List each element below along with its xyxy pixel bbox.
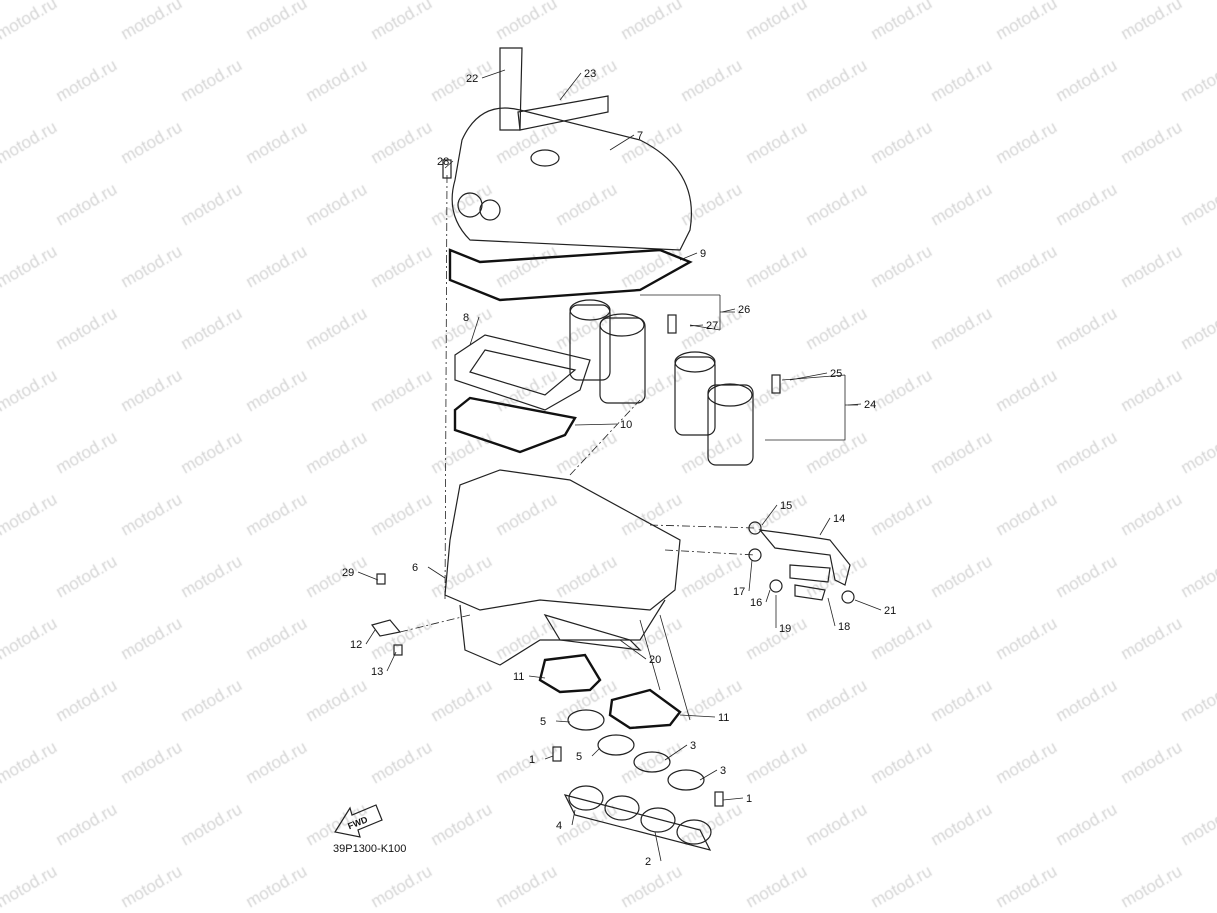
callout-3: 3 [720, 765, 726, 777]
leader-line [847, 403, 862, 406]
callout-23: 23 [584, 68, 596, 80]
callout-7: 7 [637, 130, 643, 142]
callout-17: 17 [733, 586, 745, 598]
callout-24: 24 [864, 399, 876, 411]
callout-6: 6 [412, 562, 418, 574]
part-8-element [454, 334, 591, 411]
callout-1: 1 [746, 793, 752, 805]
leader-line [481, 69, 506, 79]
diagram-code: 39P1300-K100 [333, 843, 407, 855]
part-20-duct [543, 613, 642, 651]
callout-13: 13 [371, 666, 383, 678]
leader-line [544, 755, 554, 760]
leader-line [555, 720, 571, 723]
callout-15: 15 [780, 500, 792, 512]
leader-line [679, 714, 716, 718]
callout-11: 11 [718, 712, 729, 724]
callout-27: 27 [706, 320, 718, 332]
part-26-funnels [569, 299, 646, 404]
callout-9: 9 [700, 248, 706, 260]
leader-line [574, 423, 618, 426]
callout-22: 22 [466, 73, 478, 85]
callout-16: 16 [750, 597, 762, 609]
part-11-gasket [538, 653, 602, 694]
leader-line [469, 316, 480, 346]
leader-line [819, 517, 831, 536]
leader-line [357, 571, 379, 581]
callout-25: 25 [830, 368, 842, 380]
leader-line [761, 504, 778, 526]
callout-3: 3 [690, 740, 696, 752]
callout-11: 11 [513, 671, 524, 683]
leader-line [664, 744, 688, 761]
leader-line [427, 566, 446, 579]
leader-line [789, 372, 828, 381]
fwd-arrow-icon: FWD [334, 804, 383, 838]
leader-line [679, 252, 698, 261]
part-14-hose [758, 529, 851, 586]
leader-line [559, 72, 582, 101]
callout-1: 1 [529, 754, 535, 766]
leader-line [722, 797, 744, 801]
callout-21: 21 [884, 605, 896, 617]
callout-26: 26 [738, 304, 750, 316]
part-10-gasket [453, 396, 577, 454]
leader-line [444, 160, 454, 169]
part-9-gasket [448, 248, 693, 302]
leader-line [609, 134, 635, 151]
parts [371, 47, 858, 851]
callout-5: 5 [576, 751, 582, 763]
leader-line [721, 308, 736, 313]
part-6-case [444, 469, 681, 611]
callout-20: 20 [649, 654, 661, 666]
leader-line [689, 324, 704, 327]
fwd-label: FWD [346, 814, 369, 831]
callout-29: 29 [342, 567, 354, 579]
callout-19: 19 [779, 623, 791, 635]
leader-line [591, 747, 601, 757]
callout-5: 5 [540, 716, 546, 728]
leader-line [571, 809, 576, 826]
part-4-joint [563, 794, 712, 851]
part-23-tube [517, 95, 609, 131]
callout-18: 18 [838, 621, 850, 633]
leader-line [854, 599, 882, 611]
part-11-gasket [608, 688, 682, 730]
leader-line [386, 651, 397, 672]
leader-line [765, 589, 771, 603]
callout-12: 12 [350, 639, 362, 651]
part-7-cover [451, 107, 692, 251]
callout-10: 10 [620, 419, 632, 431]
callout-2: 2 [645, 856, 651, 868]
leader-line [699, 769, 718, 781]
callout-8: 8 [463, 312, 469, 324]
part-24-funnels [674, 351, 754, 466]
leader-line [528, 675, 546, 679]
leader-line [654, 831, 662, 862]
leader-line [619, 639, 647, 660]
leader-line [748, 559, 753, 592]
callout-4: 4 [556, 820, 562, 832]
leader-line [365, 629, 376, 645]
callout-14: 14 [833, 513, 845, 525]
callout-28: 28 [437, 156, 449, 168]
part-12-bracket [371, 619, 402, 637]
leader-line [827, 597, 836, 627]
